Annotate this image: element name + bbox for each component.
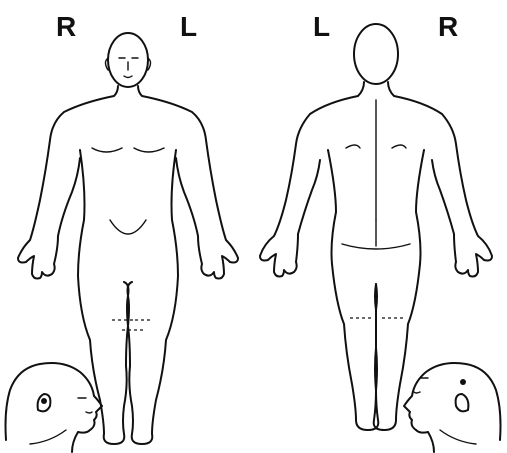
front-body-icon — [18, 33, 238, 444]
back-right-label: R — [438, 11, 458, 42]
front-right-label: R — [56, 11, 76, 42]
right-head-profile-icon — [404, 363, 501, 452]
back-body-icon — [260, 24, 492, 430]
back-left-label: L — [313, 11, 330, 42]
front-left-label: L — [180, 11, 197, 42]
left-head-profile-icon — [6, 363, 103, 452]
